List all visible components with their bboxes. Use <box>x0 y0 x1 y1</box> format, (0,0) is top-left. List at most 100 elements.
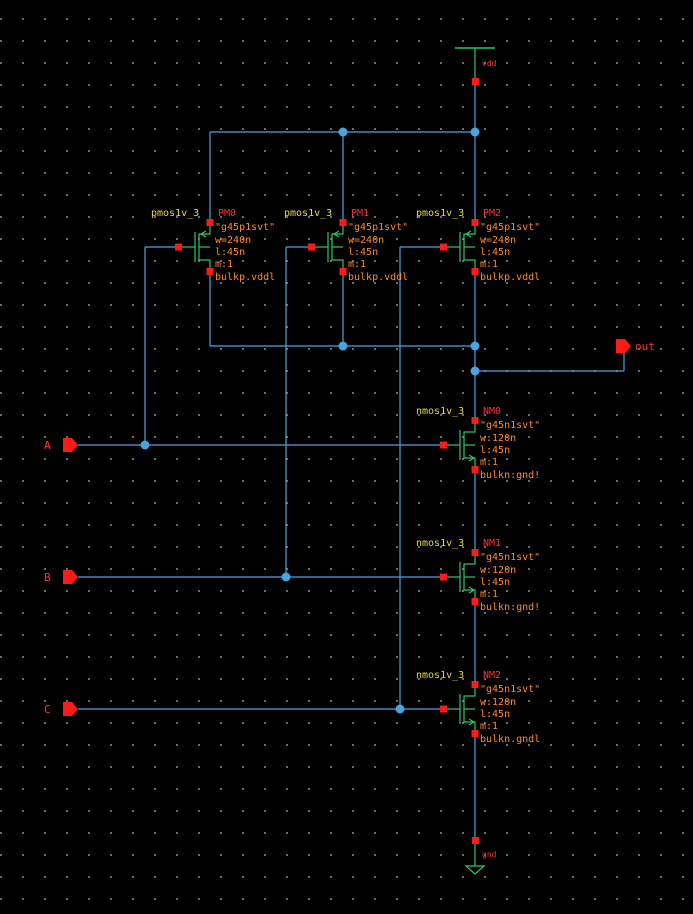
drain-source-pin[interactable] <box>339 219 347 226</box>
output-label: out <box>635 340 655 353</box>
multiplier-label: m:1 <box>480 259 498 270</box>
input-a-port-icon[interactable] <box>63 438 78 452</box>
model-label: "g45p1svt" <box>348 222 408 233</box>
wires <box>78 82 625 840</box>
vdd-symbol[interactable]: vdd <box>455 47 497 85</box>
arrow-icon <box>332 230 340 238</box>
gnd-pin[interactable] <box>472 837 479 844</box>
junction-dot <box>140 440 150 450</box>
device-type-label: pmos1v_3 <box>284 208 332 219</box>
input-port-b[interactable]: B <box>44 570 78 584</box>
arrow-icon <box>468 718 476 726</box>
width-label: w:120n <box>480 433 516 444</box>
device-type-label: pmos1v_3 <box>416 208 464 219</box>
width-label: w:120n <box>480 697 516 708</box>
arrow-icon <box>468 586 476 594</box>
width-label: w=240n <box>480 235 516 246</box>
device-type-label: nmos1v_3 <box>416 406 464 417</box>
junction-dot <box>395 704 405 714</box>
junctions <box>140 127 480 714</box>
drain-source-pin[interactable] <box>471 417 479 424</box>
gate-pin[interactable] <box>175 243 182 251</box>
junction-dot <box>470 366 480 376</box>
drain-source-pin[interactable] <box>471 268 479 275</box>
gate-pin[interactable] <box>440 705 447 713</box>
bulk-label: bulkn:gnd! <box>480 470 540 481</box>
junction-dot <box>281 572 291 582</box>
device-type-label: nmos1v_3 <box>416 538 464 549</box>
length-label: l:45n <box>348 247 378 258</box>
input-b-label: B <box>44 571 51 584</box>
length-label: l:45n <box>480 445 510 456</box>
arrow-icon <box>199 230 207 238</box>
drain-source-pin[interactable] <box>339 268 347 275</box>
input-c-port-icon[interactable] <box>63 702 78 716</box>
ground-icon <box>464 865 486 875</box>
model-label: "g45p1svt" <box>480 222 540 233</box>
length-label: l:45n <box>480 247 510 258</box>
gnd-symbol[interactable]: gnd <box>464 837 497 875</box>
device-type-label: nmos1v_3 <box>416 670 464 681</box>
vdd-label: vdd <box>482 59 497 68</box>
drain-source-pin[interactable] <box>206 268 214 275</box>
width-label: w=240n <box>348 235 384 246</box>
model-label: "g45n1svt" <box>480 420 540 431</box>
instance-name-label: NM1 <box>483 538 501 549</box>
device-type-label: pmos1v_3 <box>151 208 199 219</box>
input-b-port-icon[interactable] <box>63 570 78 584</box>
gate-pin[interactable] <box>440 441 447 449</box>
bulk-label: bulkp.vddl <box>215 272 275 283</box>
width-label: w=240n <box>215 235 251 246</box>
drain-source-pin[interactable] <box>471 598 479 605</box>
input-port-c[interactable]: C <box>44 702 78 716</box>
instance-name-label: PM1 <box>351 208 369 219</box>
drain-source-pin[interactable] <box>206 219 214 226</box>
junction-dot <box>338 127 348 137</box>
width-label: w:120n <box>480 565 516 576</box>
multiplier-label: m:1 <box>480 589 498 600</box>
instance-name-label: NM0 <box>483 406 501 417</box>
junction-dot <box>338 341 348 351</box>
drain-source-pin[interactable] <box>471 681 479 688</box>
multiplier-label: m:1 <box>480 457 498 468</box>
bulk-label: bulkn:gnd! <box>480 602 540 613</box>
drain-source-pin[interactable] <box>471 730 479 737</box>
length-label: l:45n <box>480 577 510 588</box>
output-port[interactable]: out <box>616 339 655 353</box>
instance-name-label: PM2 <box>483 208 501 219</box>
input-a-label: A <box>44 439 51 452</box>
gate-pin[interactable] <box>440 573 447 581</box>
arrow-icon <box>468 454 476 462</box>
model-label: "g45p1svt" <box>215 222 275 233</box>
input-port-a[interactable]: A <box>44 438 78 452</box>
drain-source-pin[interactable] <box>471 549 479 556</box>
model-label: "g45n1svt" <box>480 552 540 563</box>
instance-name-label: NM2 <box>483 670 501 681</box>
bulk-label: bulkn.gndl <box>480 734 540 745</box>
multiplier-label: m:1 <box>348 259 366 270</box>
input-c-label: C <box>44 703 51 716</box>
arrow-icon <box>464 230 472 238</box>
model-label: "g45n1svt" <box>480 684 540 695</box>
length-label: l:45n <box>480 709 510 720</box>
bulk-label: bulkp.vddl <box>480 272 540 283</box>
gate-pin[interactable] <box>440 243 447 251</box>
drain-source-pin[interactable] <box>471 219 479 226</box>
length-label: l:45n <box>215 247 245 258</box>
drain-source-pin[interactable] <box>471 466 479 473</box>
multiplier-label: m:1 <box>480 721 498 732</box>
gate-pin[interactable] <box>308 243 315 251</box>
output-port-icon[interactable] <box>616 339 631 353</box>
bulk-label: bulkp.vddl <box>348 272 408 283</box>
vdd-pin[interactable] <box>472 78 479 85</box>
